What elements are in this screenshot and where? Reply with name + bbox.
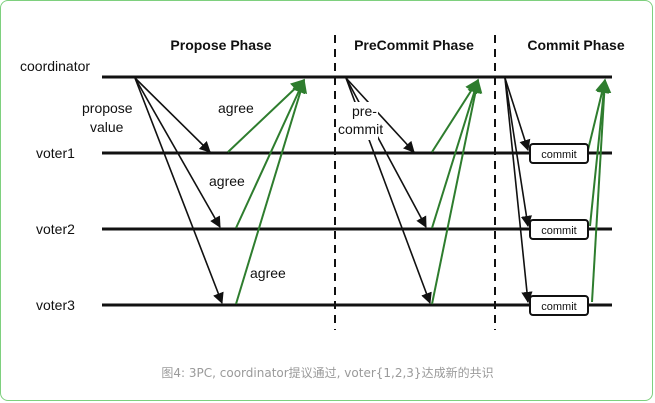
commit-box-voter2: commit bbox=[529, 219, 589, 240]
commit-arrow-voter3 bbox=[504, 77, 533, 304]
precommit-label-line2: commit bbox=[338, 121, 383, 137]
propose-arrow-voter1 bbox=[134, 77, 211, 153]
commit-arrow-voter2 bbox=[504, 77, 532, 228]
coordinator-label: coordinator bbox=[20, 58, 90, 74]
voter1-label: voter1 bbox=[36, 145, 75, 161]
commit-ack-voter2 bbox=[589, 78, 611, 227]
propose-value-label-line1: propose bbox=[82, 100, 133, 116]
commit-box-label: commit bbox=[541, 301, 576, 313]
propose-arrow-voter2 bbox=[134, 77, 221, 228]
commit-ack-voter3 bbox=[591, 78, 612, 303]
precommit-phase-title: PreCommit Phase bbox=[354, 37, 474, 53]
agree-arrow-voter2 bbox=[235, 78, 306, 229]
voter2-label: voter2 bbox=[36, 221, 75, 237]
agree-label-3: agree bbox=[250, 265, 286, 281]
commit-box-voter3: commit bbox=[529, 295, 589, 316]
precommit-ack-voter2 bbox=[431, 78, 481, 229]
precommit-label-backing bbox=[336, 102, 378, 140]
agree-label-1: agree bbox=[218, 100, 254, 116]
commit-phase-title: Commit Phase bbox=[527, 37, 624, 53]
agree-label-2: agree bbox=[209, 173, 245, 189]
commit-arrow-voter1 bbox=[504, 77, 531, 152]
agree-arrow-voter1 bbox=[227, 79, 306, 153]
precommit-ack-voter3 bbox=[431, 78, 483, 305]
precommit-label-line1: pre- bbox=[352, 103, 377, 119]
voter3-label: voter3 bbox=[36, 297, 75, 313]
commit-box-voter1: commit bbox=[529, 143, 589, 164]
commit-box-label: commit bbox=[541, 149, 576, 161]
propose-phase-title: Propose Phase bbox=[170, 37, 271, 53]
agree-arrow-voter3 bbox=[235, 78, 308, 305]
figure-caption: 图4: 3PC, coordinator提议通过, voter{1,2,3}达成… bbox=[161, 366, 494, 380]
propose-arrow-voter3 bbox=[134, 77, 224, 305]
commit-box-label: commit bbox=[541, 225, 576, 237]
precommit-arrow-voter1 bbox=[345, 77, 415, 153]
propose-value-label-line2: value bbox=[90, 119, 124, 135]
